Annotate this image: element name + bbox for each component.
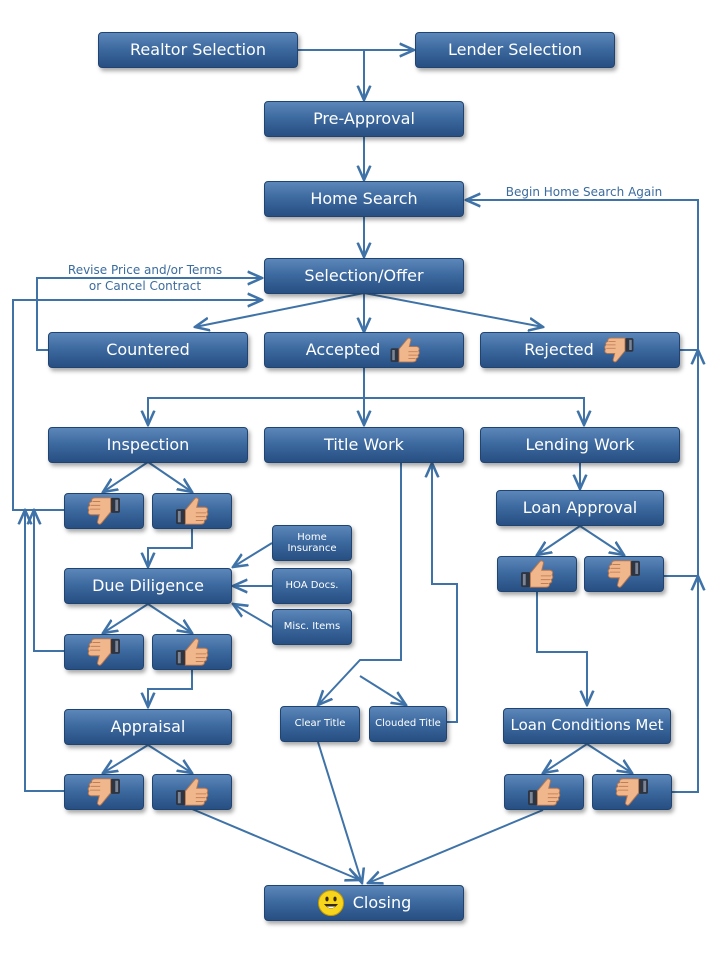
thumbs-down-icon	[87, 778, 120, 806]
lending-work-label: Lending Work	[525, 434, 635, 454]
inspection-box: Inspection	[48, 427, 248, 463]
due-diligence-label: Due Diligence	[92, 575, 204, 595]
pre-approval-box: Pre-Approval	[264, 101, 464, 137]
loan-approval-pass-box	[497, 556, 577, 592]
revise-note-line2: or Cancel Contract	[88, 279, 202, 293]
begin-home-search-again-note: Begin Home Search Again	[505, 185, 663, 199]
countered-box: Countered	[48, 332, 248, 368]
selection-offer-label: Selection/Offer	[304, 265, 424, 285]
thumbs-up-icon	[176, 638, 209, 666]
loan-approval-label: Loan Approval	[522, 497, 638, 517]
rejected-box: Rejected	[480, 332, 680, 368]
appraisal-fail-box	[64, 774, 144, 810]
loan-approval-fail-box	[584, 556, 664, 592]
lending-work-box: Lending Work	[480, 427, 680, 463]
clouded-title-label: Clouded Title	[375, 718, 441, 730]
realtor-selection-label: Realtor Selection	[130, 39, 266, 59]
appraisal-pass-box	[152, 774, 232, 810]
thumbs-down-icon	[87, 638, 120, 666]
inspection-label: Inspection	[106, 434, 190, 454]
inspection-fail-box	[64, 493, 144, 529]
clear-title-box: Clear Title	[280, 706, 360, 742]
thumbs-up-icon	[521, 560, 554, 588]
closing-box: Closing	[264, 885, 464, 921]
pre-approval-label: Pre-Approval	[313, 108, 415, 128]
home-search-box: Home Search	[264, 181, 464, 217]
lender-selection-box: Lender Selection	[415, 32, 615, 68]
thumbs-down-icon	[607, 560, 640, 588]
hoa-docs-box: HOA Docs.	[272, 568, 352, 604]
countered-label: Countered	[106, 339, 190, 359]
loan-conditions-met-box: Loan Conditions Met	[503, 708, 671, 744]
loan-conditions-met-label: Loan Conditions Met	[510, 716, 664, 735]
rejected-label: Rejected	[524, 339, 594, 359]
selection-offer-box: Selection/Offer	[264, 258, 464, 294]
realtor-selection-box: Realtor Selection	[98, 32, 298, 68]
thumbs-up-icon	[176, 778, 209, 806]
misc-items-box: Misc. Items	[272, 609, 352, 645]
clouded-title-box: Clouded Title	[369, 706, 447, 742]
accepted-label: Accepted	[305, 339, 381, 359]
home-insurance-box: Home Insurance	[272, 525, 352, 561]
title-work-box: Title Work	[264, 427, 464, 463]
smiley-icon	[317, 890, 344, 916]
appraisal-box: Appraisal	[64, 709, 232, 745]
thumbs-up-icon	[176, 497, 209, 525]
home-search-label: Home Search	[310, 188, 418, 208]
loan-conditions-pass-box	[504, 774, 584, 810]
loan-approval-box: Loan Approval	[496, 490, 664, 526]
title-work-label: Title Work	[324, 434, 404, 454]
due-diligence-pass-box	[152, 634, 232, 670]
thumbs-down-icon	[87, 497, 120, 525]
thumbs-down-icon	[615, 778, 648, 806]
clear-title-label: Clear Title	[294, 718, 346, 730]
closing-label: Closing	[352, 892, 412, 912]
thumbs-up-icon	[528, 778, 561, 806]
misc-items-label: Misc. Items	[283, 621, 341, 633]
revise-note-line1: Revise Price and/or Terms	[67, 263, 223, 277]
loan-conditions-fail-box	[592, 774, 672, 810]
revise-price-note: Revise Price and/or Terms or Cancel Cont…	[55, 262, 235, 294]
hoa-docs-label: HOA Docs.	[285, 580, 339, 592]
thumbs-down-icon	[604, 337, 634, 363]
thumbs-up-icon	[390, 337, 420, 363]
inspection-pass-box	[152, 493, 232, 529]
due-diligence-box: Due Diligence	[64, 568, 232, 604]
accepted-box: Accepted	[264, 332, 464, 368]
home-insurance-label: Home Insurance	[287, 531, 337, 555]
lender-selection-label: Lender Selection	[447, 39, 582, 59]
due-diligence-fail-box	[64, 634, 144, 670]
appraisal-label: Appraisal	[110, 716, 186, 736]
